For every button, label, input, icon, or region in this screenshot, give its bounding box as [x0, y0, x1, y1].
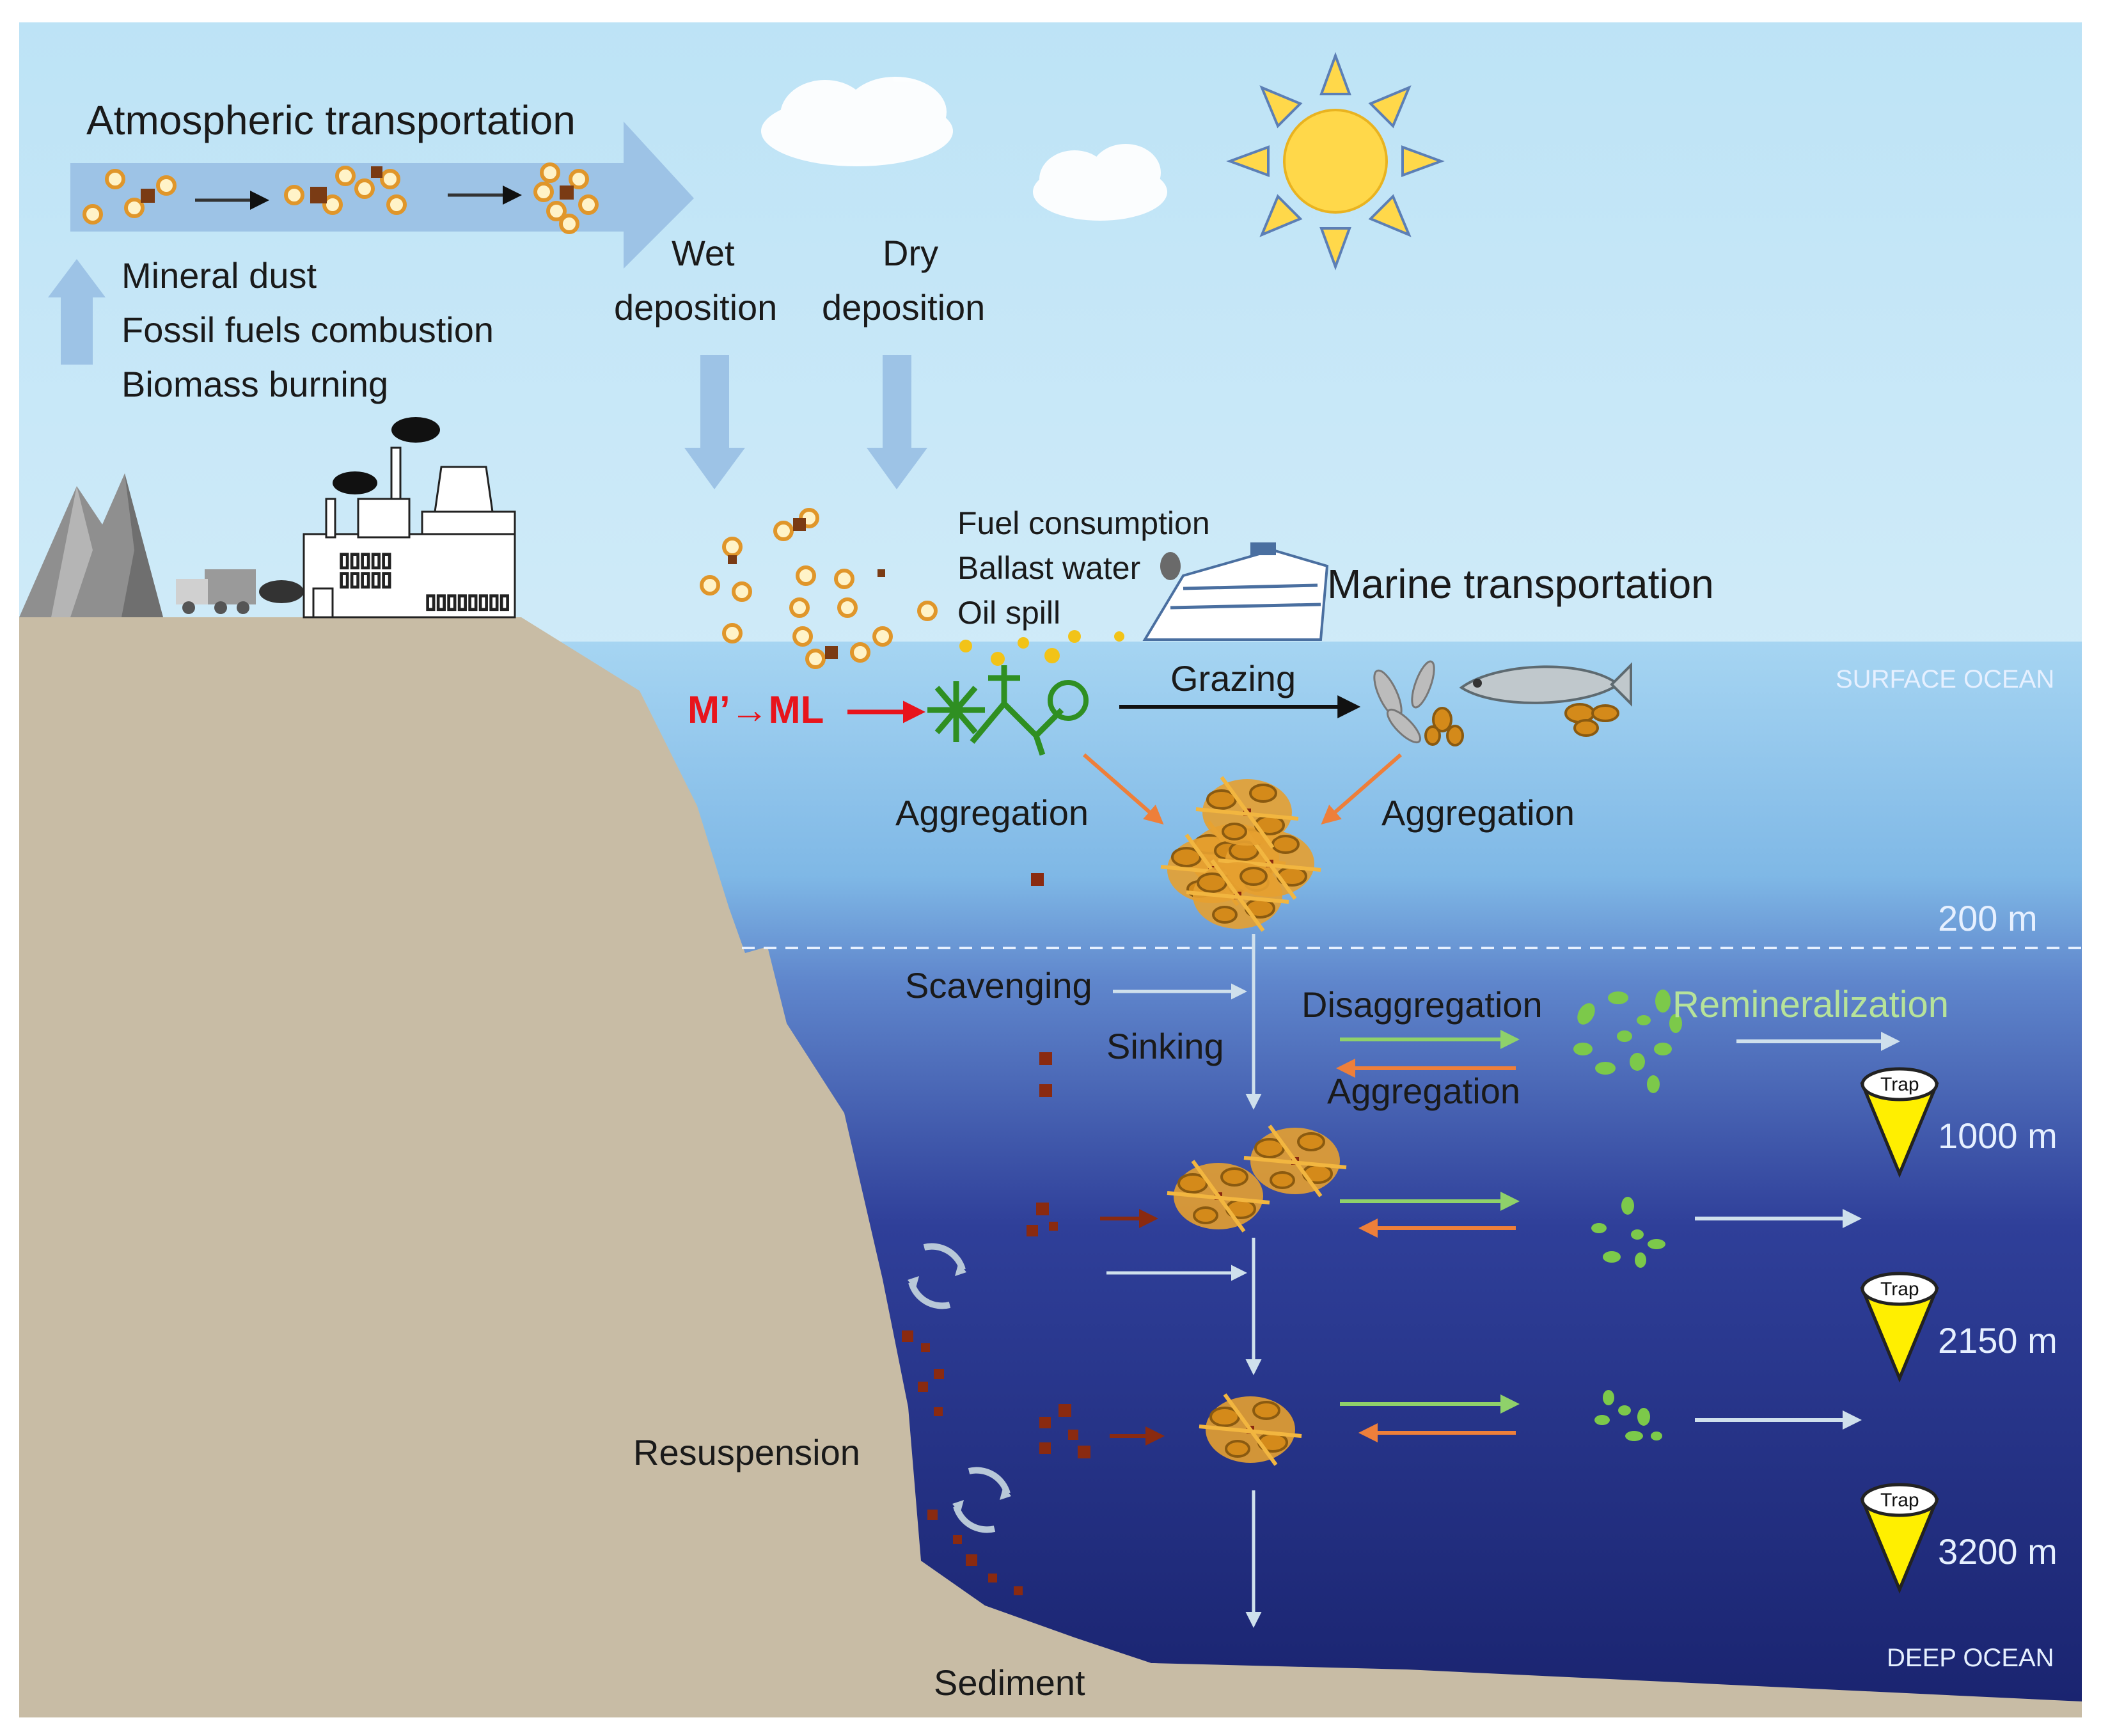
- phytoplankton-icon: [927, 665, 1089, 756]
- mountain-icon: [19, 473, 163, 617]
- truck-icon: [176, 569, 304, 614]
- aggregation-deep-label: Aggregation: [1327, 1071, 1520, 1111]
- scavenging-label: Scavenging: [905, 965, 1092, 1006]
- marine-source-oil: Oil spill: [957, 595, 1060, 631]
- depth-2150m-label: 2150 m: [1938, 1320, 2058, 1361]
- marine-source-ballast: Ballast water: [957, 550, 1140, 586]
- sinking-label: Sinking: [1106, 1026, 1224, 1066]
- dry-deposition-label-2: deposition: [822, 287, 985, 327]
- lithogenic-particles-resuspension: [902, 1330, 1023, 1595]
- atmospheric-transport-arrow: [70, 122, 694, 269]
- dissolved-particles-2: [1591, 1197, 1665, 1268]
- dry-deposition-arrow: [867, 355, 927, 489]
- resuspension-label: Resuspension: [633, 1432, 860, 1472]
- aggregation-label-left: Aggregation: [895, 793, 1089, 833]
- dry-deposition-label-1: Dry: [883, 233, 938, 273]
- fish-icon: [1459, 662, 1632, 707]
- remineralization-label: Remineralization: [1672, 984, 1949, 1025]
- surface-ocean-label: SURFACE OCEAN: [1836, 665, 2054, 693]
- marine-source-fuel: Fuel consumption: [957, 505, 1210, 541]
- trap-label-3200m: Trap: [1880, 1490, 1919, 1511]
- depth-3200m-label: 3200 m: [1938, 1531, 2058, 1572]
- sun-icon: [1226, 52, 1445, 271]
- factory-icon: ▯▯▯▯▯ ▯▯▯▯▯ ▯▯▯▯▯▯▯▯: [303, 446, 516, 619]
- svg-text:▯▯▯▯▯▯▯▯: ▯▯▯▯▯▯▯▯: [425, 591, 510, 612]
- sediment-label: Sediment: [934, 1662, 1085, 1703]
- depth-1000m-label: 1000 m: [1938, 1116, 2058, 1156]
- source-biomass: Biomass burning: [122, 364, 388, 404]
- aggregation-arrow-right: [1321, 753, 1402, 825]
- source-fossil-fuels: Fossil fuels combustion: [122, 310, 494, 350]
- trap-label-1000m: Trap: [1880, 1074, 1919, 1095]
- emission-up-arrow: [48, 259, 106, 365]
- dust-particles-group-1: [84, 171, 175, 223]
- atmospheric-transportation-title: Atmospheric transportation: [86, 97, 576, 143]
- marine-transportation-label: Marine transportation: [1327, 561, 1714, 607]
- zooplankton-icon: [1373, 660, 1435, 743]
- wet-deposition-label-2: deposition: [614, 287, 777, 327]
- trap-label-2150m: Trap: [1880, 1279, 1919, 1300]
- dissolved-particles-3: [1594, 1390, 1662, 1441]
- svg-text:▯▯▯▯▯: ▯▯▯▯▯: [339, 549, 392, 571]
- oil-droplets: [959, 630, 1124, 666]
- cloud-icon: [761, 77, 953, 166]
- lithogenic-particles-2: [1039, 1404, 1090, 1458]
- speciation-label: M’→ML: [688, 688, 824, 731]
- dust-particles-group-2: [286, 166, 405, 213]
- fecal-pellets: [1424, 703, 1619, 746]
- wet-deposition-arrow: [684, 355, 745, 489]
- dissolved-particles-1: [1573, 990, 1682, 1093]
- ship-icon: [1142, 542, 1329, 641]
- disaggregation-label: Disaggregation: [1302, 984, 1543, 1025]
- lithogenic-particles-1: [1027, 1052, 1058, 1236]
- aggregation-label-right: Aggregation: [1381, 793, 1575, 833]
- depth-200m-label: 200 m: [1938, 898, 2038, 938]
- grazing-label: Grazing: [1170, 658, 1296, 698]
- aggregation-arrow-left: [1083, 753, 1164, 825]
- source-mineral-dust: Mineral dust: [122, 255, 317, 296]
- lithogenic-particle: [1031, 873, 1044, 886]
- cloud-icon: [1033, 144, 1167, 221]
- deep-ocean-label: DEEP OCEAN: [1887, 1644, 2054, 1672]
- smoke-icon: [333, 417, 440, 494]
- dust-particles-group-3: [535, 164, 597, 232]
- deposited-particles: [702, 510, 936, 667]
- svg-text:▯▯▯▯▯: ▯▯▯▯▯: [339, 569, 392, 590]
- wet-deposition-label-1: Wet: [672, 233, 735, 273]
- land-cliff: [19, 617, 2082, 1717]
